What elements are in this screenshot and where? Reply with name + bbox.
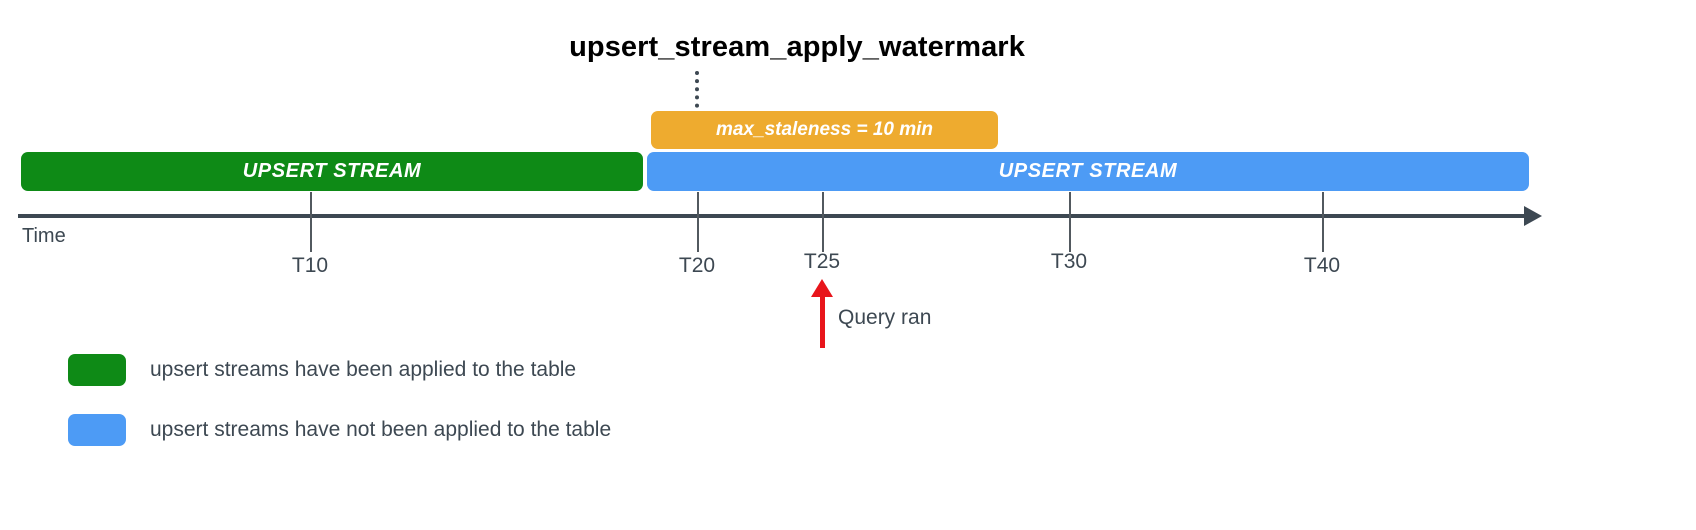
max-staleness-bar: max_staleness = 10 min: [651, 111, 998, 149]
diagram-title-text: upsert_stream_apply_watermark: [569, 31, 1025, 63]
legend-label-applied: upsert streams have been applied to the …: [150, 358, 577, 381]
pending-upsert-stream-label: UPSERT STREAM: [998, 160, 1178, 182]
axis-tick-t30: [1069, 192, 1071, 252]
axis-tick-label-t40: T40: [1303, 254, 1341, 277]
diagram-title: upsert_stream_apply_watermark: [0, 31, 1696, 64]
axis-tick-t10: [310, 192, 312, 252]
pending-upsert-stream-bar: UPSERT STREAM: [647, 152, 1529, 191]
query-ran-label: Query ran: [838, 306, 932, 329]
legend-item-applied: upsert streams have been applied to the …: [68, 354, 576, 386]
axis-tick-t20: [697, 192, 699, 252]
legend-swatch-green: [68, 354, 126, 386]
legend-swatch-blue: [68, 414, 126, 446]
axis-tick-label-t30: T30: [1050, 250, 1088, 273]
axis-tick-t25: [822, 192, 824, 252]
applied-upsert-stream-bar: UPSERT STREAM: [21, 152, 643, 191]
max-staleness-bar-label: max_staleness = 10 min: [715, 119, 934, 140]
axis-tick-t40: [1322, 192, 1324, 252]
applied-upsert-stream-label: UPSERT STREAM: [242, 160, 422, 182]
time-axis-arrow-icon: [1524, 206, 1542, 226]
query-ran-arrow-icon: [811, 279, 833, 297]
time-axis-label: Time: [22, 225, 66, 247]
legend-item-not-applied: upsert streams have not been applied to …: [68, 414, 611, 446]
axis-tick-label-t25: T25: [803, 250, 841, 273]
axis-tick-label-t10: T10: [291, 254, 329, 277]
query-ran-arrow-shaft: [820, 292, 825, 348]
legend-label-not-applied: upsert streams have not been applied to …: [150, 418, 612, 441]
time-axis-line: [18, 214, 1528, 218]
axis-tick-label-t20: T20: [678, 254, 716, 277]
